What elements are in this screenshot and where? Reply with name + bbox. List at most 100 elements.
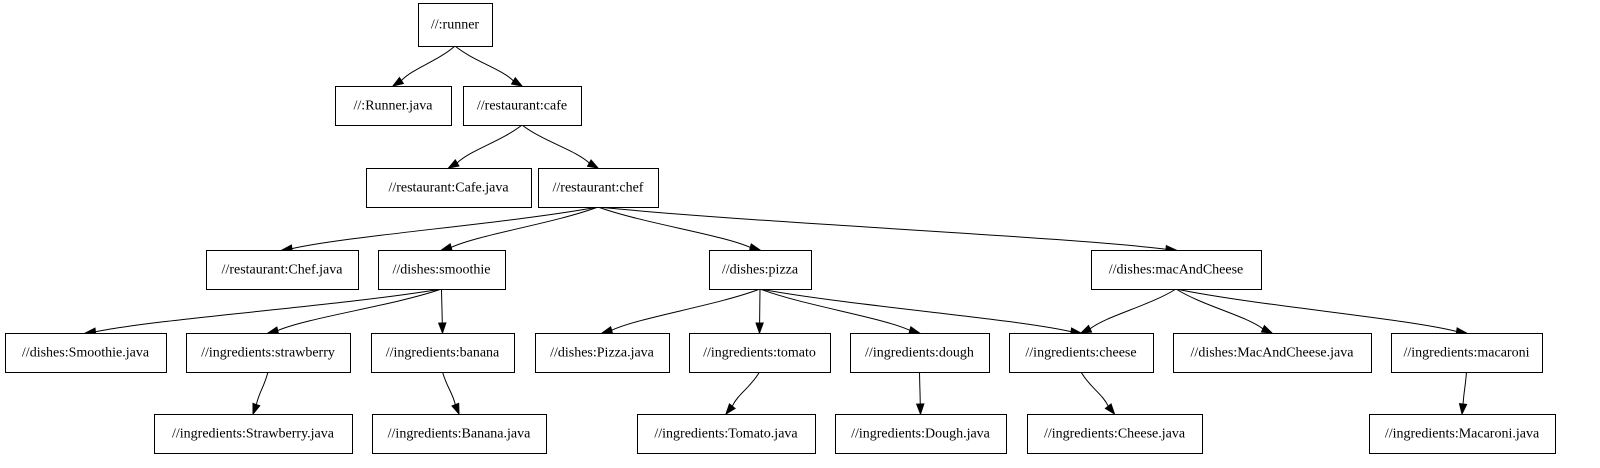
edge-arrowhead bbox=[586, 159, 600, 169]
graph-node[interactable]: //dishes:pizza bbox=[709, 250, 812, 290]
graph-edge bbox=[1462, 371, 1467, 405]
node-label: //ingredients:Dough.java bbox=[851, 427, 991, 442]
node-box bbox=[1391, 333, 1543, 373]
graph-node[interactable]: //:runner bbox=[418, 3, 493, 47]
graph-node[interactable]: //ingredients:tomato bbox=[689, 333, 831, 373]
node-box bbox=[1173, 333, 1372, 373]
graph-node[interactable]: //restaurant:cafe bbox=[463, 86, 582, 126]
graph-node[interactable]: //dishes:MacAndCheese.java bbox=[1173, 333, 1372, 373]
node-box bbox=[463, 86, 582, 126]
node-label: //ingredients:strawberry bbox=[201, 346, 335, 361]
graph-node[interactable]: //ingredients:cheese bbox=[1009, 333, 1154, 373]
node-label: //:Runner.java bbox=[354, 99, 434, 114]
graph-edge bbox=[441, 288, 443, 324]
graph-edge bbox=[255, 371, 269, 405]
node-box bbox=[689, 333, 831, 373]
node-label: //dishes:macAndCheese bbox=[1109, 263, 1244, 278]
graph-edge bbox=[1089, 288, 1177, 330]
node-label: //restaurant:Chef.java bbox=[222, 263, 344, 278]
graph-edge bbox=[450, 206, 599, 248]
node-label: //dishes:Smoothie.java bbox=[22, 346, 150, 361]
graph-edge bbox=[95, 288, 442, 333]
edge-arrowhead bbox=[266, 326, 280, 335]
node-box bbox=[538, 168, 659, 208]
graph-node[interactable]: //ingredients:banana bbox=[371, 333, 515, 373]
node-label: //ingredients:Cheese.java bbox=[1044, 427, 1186, 442]
edge-arrowhead bbox=[915, 403, 925, 416]
graph-node[interactable]: //ingredients:Strawberry.java bbox=[154, 414, 353, 454]
node-label: //ingredients:Tomato.java bbox=[654, 427, 798, 442]
graph-node[interactable]: //restaurant:Chef.java bbox=[206, 250, 359, 290]
graph-node[interactable]: //ingredients:macaroni bbox=[1391, 333, 1543, 373]
node-box bbox=[709, 250, 812, 290]
graph-edge bbox=[759, 288, 1072, 333]
edge-arrowhead bbox=[600, 326, 614, 335]
node-label: //dishes:pizza bbox=[722, 263, 799, 278]
node-label: //restaurant:cafe bbox=[477, 99, 567, 114]
edge-arrowhead bbox=[748, 243, 762, 252]
node-box bbox=[366, 168, 532, 208]
edge-arrowhead bbox=[510, 76, 524, 87]
edge-layer bbox=[84, 45, 1468, 416]
node-box bbox=[371, 333, 515, 373]
graph-edge bbox=[597, 206, 1167, 250]
node-box bbox=[1091, 250, 1262, 290]
graph-edge bbox=[442, 371, 456, 405]
node-box bbox=[835, 414, 1007, 454]
edge-arrowhead bbox=[1260, 324, 1274, 334]
edge-arrowhead bbox=[391, 76, 405, 87]
node-box bbox=[637, 414, 816, 454]
node-box bbox=[206, 250, 359, 290]
edge-arrowhead bbox=[437, 322, 447, 335]
node-label: //restaurant:chef bbox=[553, 181, 644, 196]
graph-node[interactable]: //ingredients:Banana.java bbox=[372, 414, 547, 454]
graph-edge bbox=[1175, 288, 1264, 330]
graph-node[interactable]: //dishes:Smoothie.java bbox=[5, 333, 167, 373]
graph-node[interactable]: //ingredients:Macaroni.java bbox=[1369, 414, 1556, 454]
edge-arrowhead bbox=[908, 326, 921, 335]
node-box bbox=[5, 333, 167, 373]
node-box bbox=[154, 414, 353, 454]
graph-edge bbox=[1175, 288, 1457, 332]
node-box bbox=[1027, 414, 1203, 454]
graph-node[interactable]: //dishes:macAndCheese bbox=[1091, 250, 1262, 290]
node-label: //ingredients:macaroni bbox=[1404, 346, 1530, 361]
graph-edge bbox=[291, 206, 599, 250]
graph-node[interactable]: //ingredients:Cheese.java bbox=[1027, 414, 1203, 454]
node-box bbox=[535, 333, 670, 373]
node-label: //ingredients:banana bbox=[386, 346, 500, 361]
graph-node[interactable]: //ingredients:Tomato.java bbox=[637, 414, 816, 454]
graph-edge bbox=[731, 371, 760, 407]
node-label: //ingredients:dough bbox=[865, 346, 974, 361]
graph-node[interactable]: //ingredients:Dough.java bbox=[835, 414, 1007, 454]
edge-arrowhead bbox=[451, 402, 460, 416]
edge-arrowhead bbox=[755, 322, 764, 335]
node-box bbox=[372, 414, 547, 454]
node-label: //ingredients:tomato bbox=[703, 346, 816, 361]
edge-arrowhead bbox=[440, 243, 453, 252]
graph-edge bbox=[611, 288, 761, 331]
graph-node[interactable]: //dishes:smoothie bbox=[378, 250, 506, 290]
graph-edge bbox=[597, 206, 751, 248]
edge-arrowhead bbox=[447, 158, 460, 169]
node-label: //restaurant:Cafe.java bbox=[388, 181, 509, 196]
node-layer: //:runner //:Runner.java //restaurant:cafe… bbox=[5, 3, 1556, 454]
node-box bbox=[186, 333, 351, 373]
graph-edge bbox=[401, 45, 456, 81]
graph-node[interactable]: //restaurant:Cafe.java bbox=[366, 168, 532, 208]
node-box bbox=[1369, 414, 1556, 454]
graph-node[interactable]: //restaurant:chef bbox=[538, 168, 659, 208]
graph-node[interactable]: //dishes:Pizza.java bbox=[535, 333, 670, 373]
graph-edge bbox=[277, 288, 442, 332]
graph-edge bbox=[454, 45, 514, 82]
graph-node[interactable]: //:Runner.java bbox=[335, 86, 452, 126]
graph-edge bbox=[919, 371, 921, 405]
edge-arrowhead bbox=[1104, 403, 1116, 416]
graph-node[interactable]: //ingredients:dough bbox=[850, 333, 990, 373]
graph-node[interactable]: //ingredients:strawberry bbox=[186, 333, 351, 373]
node-box bbox=[850, 333, 990, 373]
node-label: //dishes:Pizza.java bbox=[550, 346, 655, 361]
edge-arrowhead bbox=[1079, 324, 1093, 334]
